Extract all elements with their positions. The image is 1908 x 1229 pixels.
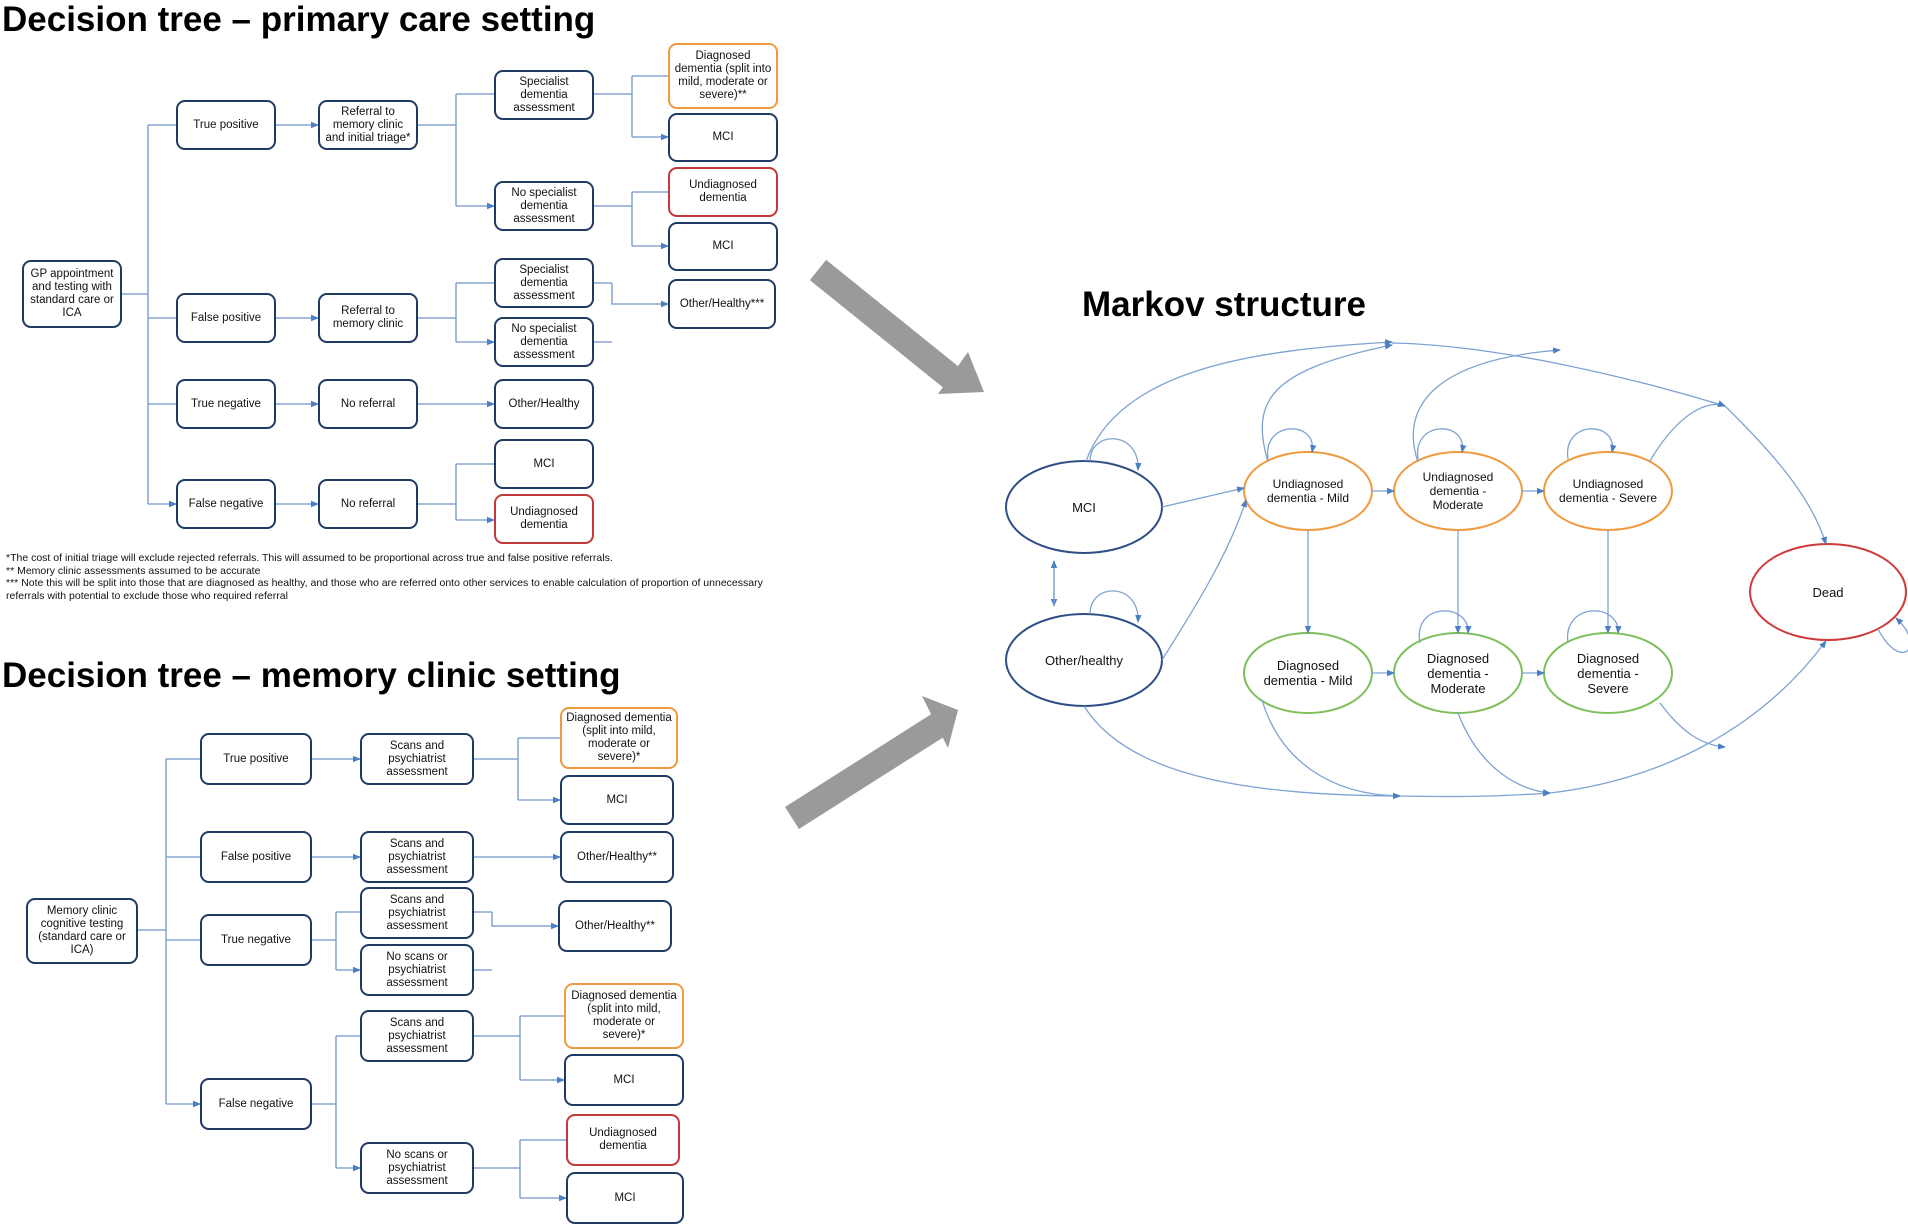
pc-true-negative-node: True negative <box>176 379 276 429</box>
pc-tn-no-referral-node: No referral <box>318 379 418 429</box>
markov-transitions <box>1050 339 1908 800</box>
pc-false-positive-node: False positive <box>176 293 276 343</box>
pc-tn-other-node: Other/Healthy <box>494 379 594 429</box>
markov-label-undiag-mild: Undiagnosed dementia - Mild <box>1266 477 1350 505</box>
pc-root-node: GP appointment and testing with standard… <box>22 260 122 328</box>
pc-footnotes: *The cost of initial triage will exclude… <box>6 552 786 602</box>
pc-footnote-1: *The cost of initial triage will exclude… <box>6 552 613 564</box>
mc-tp-mci-node: MCI <box>560 775 674 825</box>
markov-label-dead: Dead <box>1812 584 1844 600</box>
pc-fn-undiagnosed-node: Undiagnosed dementia <box>494 494 594 544</box>
mc-tp-diagnosed-node: Diagnosed dementia (split into mild, mod… <box>560 707 678 769</box>
mc-fn-diagnosed-node: Diagnosed dementia (split into mild, mod… <box>564 983 684 1049</box>
mc-fn-mci-node-2: MCI <box>566 1172 684 1224</box>
memory-clinic-title: Decision tree – memory clinic setting <box>2 656 621 695</box>
primary-care-title: Decision tree – primary care setting <box>2 0 596 39</box>
pc-fp-referral-node: Referral to memory clinic <box>318 293 418 343</box>
pc-tp-mci-node-1: MCI <box>668 113 778 162</box>
markov-title: Markov structure <box>1082 285 1366 324</box>
mc-fn-no-scans-node: No scans or psychiatrist assessment <box>360 1142 474 1194</box>
pc-tp-diagnosed-node: Diagnosed dementia (split into mild, mod… <box>668 43 778 109</box>
markov-label-diag-severe: Diagnosed dementia - Severe <box>1576 650 1640 696</box>
mc-fn-undiagnosed-node: Undiagnosed dementia <box>566 1114 680 1166</box>
markov-label-undiag-moderate: Undiagnosed dementia - Moderate <box>1422 470 1494 512</box>
mc-fn-scans-node: Scans and psychiatrist assessment <box>360 1010 474 1062</box>
pc-fp-other-node: Other/Healthy*** <box>668 279 776 329</box>
pc-fp-specialist-node: Specialist dementia assessment <box>494 258 594 308</box>
markov-label-undiag-severe: Undiagnosed dementia - Severe <box>1558 477 1658 505</box>
mc-false-negative-node: False negative <box>200 1078 312 1130</box>
pc-footnote-3: *** Note this will be split into those t… <box>6 577 763 602</box>
mc-tn-no-scans-node: No scans or psychiatrist assessment <box>360 944 474 996</box>
mc-fn-mci-node-1: MCI <box>564 1054 684 1106</box>
markov-label-mci: MCI <box>1072 499 1096 515</box>
pc-tp-mci-node-2: MCI <box>668 222 778 271</box>
pc-footnote-2: ** Memory clinic assessments assumed to … <box>6 564 261 577</box>
mc-fp-other-node: Other/Healthy** <box>560 831 674 883</box>
mc-tp-scans-node: Scans and psychiatrist assessment <box>360 733 474 785</box>
markov-node-dead <box>1749 543 1907 641</box>
mc-true-positive-node: True positive <box>200 733 312 785</box>
mc-root-node: Memory clinic cognitive testing (standar… <box>26 898 138 964</box>
pc-fn-mci-node: MCI <box>494 439 594 489</box>
flow-arrow-memory-to-markov <box>785 696 958 829</box>
pc-fp-no-specialist-node: No specialist dementia assessment <box>494 317 594 367</box>
mc-tn-other-node: Other/Healthy** <box>558 900 672 952</box>
flow-arrow-primary-to-markov <box>809 259 984 394</box>
pc-tp-no-specialist-node: No specialist dementia assessment <box>494 181 594 231</box>
pc-fn-no-referral-node: No referral <box>318 479 418 529</box>
pc-false-negative-node: False negative <box>176 479 276 529</box>
markov-label-diag-moderate: Diagnosed dementia - Moderate <box>1426 650 1490 696</box>
pc-tp-referral-node: Referral to memory clinic and initial tr… <box>318 100 418 150</box>
mc-false-positive-node: False positive <box>200 831 312 883</box>
mc-tn-scans-node: Scans and psychiatrist assessment <box>360 887 474 939</box>
mc-fp-scans-node: Scans and psychiatrist assessment <box>360 831 474 883</box>
markov-label-other-healthy: Other/healthy <box>1044 652 1124 668</box>
pc-tp-undiagnosed-node: Undiagnosed dementia <box>668 167 778 217</box>
pc-tp-specialist-node: Specialist dementia assessment <box>494 70 594 120</box>
markov-label-diag-mild: Diagnosed dementia - Mild <box>1263 658 1353 688</box>
pc-true-positive-node: True positive <box>176 100 276 150</box>
mc-true-negative-node: True negative <box>200 914 312 966</box>
